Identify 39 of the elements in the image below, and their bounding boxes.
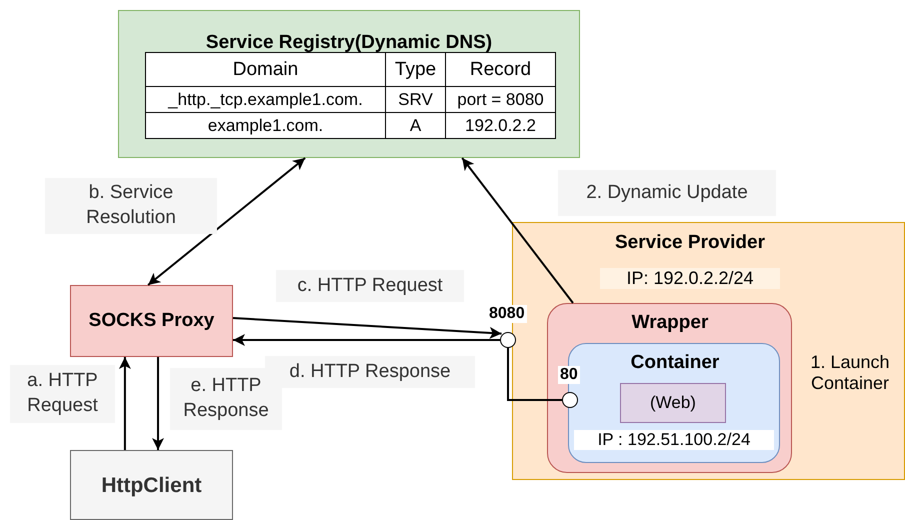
node-title: Service Registry(Dynamic DNS) — [204, 32, 494, 54]
registry-box — [118, 10, 580, 158]
node-text: IP: 192.0.2.2/24 — [600, 268, 780, 289]
table-cell: A — [385, 112, 446, 139]
process-box — [620, 383, 726, 423]
table-header-cell: Type — [385, 52, 446, 87]
node-title: Service Provider — [614, 232, 766, 254]
arrow — [118, 357, 131, 450]
table-cell: 192.0.2.2 — [445, 112, 556, 139]
table-cell: _http._tcp.example1.com. — [145, 86, 386, 113]
node-text: 1. Launch Container — [809, 352, 891, 394]
edge-label: a. HTTP Request — [10, 365, 115, 423]
port-label: 8080 — [487, 305, 527, 323]
node-title: Container — [630, 352, 720, 374]
edge-label: e. HTTP Response — [170, 368, 282, 430]
edge-label: b. Service Resolution — [45, 178, 217, 234]
edge-label: c. HTTP Request — [276, 270, 464, 302]
edge-label: d. HTTP Response — [265, 356, 475, 388]
node-title: (Web) — [649, 393, 697, 413]
arrow — [232, 316, 502, 339]
arrow — [461, 157, 574, 304]
table-cell: example1.com. — [145, 112, 386, 139]
node-text: IP : 192.51.100.2/24 — [574, 430, 774, 450]
proxy-box — [70, 285, 233, 357]
port-circle — [500, 332, 516, 348]
port-label: 80 — [558, 366, 580, 384]
edge-label: 2. Dynamic Update — [558, 170, 776, 216]
table-header-cell: Record — [445, 52, 556, 87]
connector-line — [507, 348, 562, 401]
table-cell: SRV — [385, 86, 446, 113]
node-title: HttpClient — [100, 474, 203, 498]
arrow — [233, 334, 500, 346]
arrow — [147, 157, 306, 286]
client-box — [70, 450, 233, 520]
node-title: SOCKS Proxy — [88, 310, 216, 332]
table-cell: port = 8080 — [445, 86, 556, 113]
node-title: Wrapper — [630, 312, 710, 334]
table-header-cell: Domain — [145, 52, 386, 87]
arrow — [152, 357, 164, 450]
